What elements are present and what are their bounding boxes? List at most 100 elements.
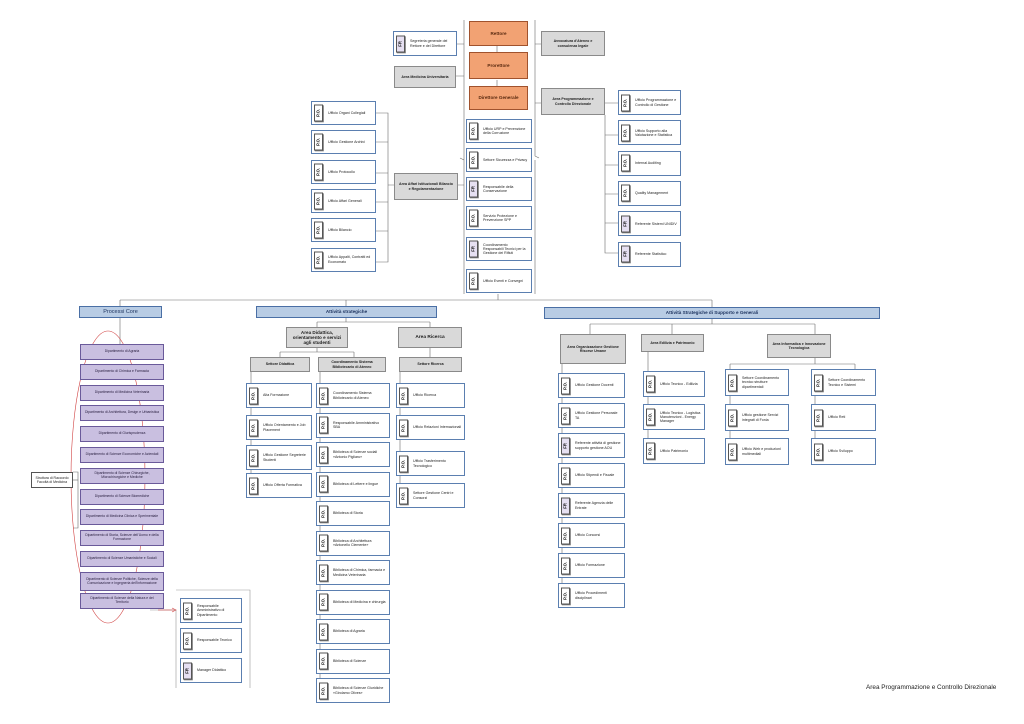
po-badge: P.O. [728, 374, 737, 391]
po-badge: P.O. [728, 443, 737, 460]
direttore-office-4: P.O.Servizio Protezione e Prevenzione SP… [466, 206, 532, 230]
biblioteca-office-label: Biblioteca di Scienze [333, 658, 367, 663]
risorse-office-2: P.O.Ufficio Gestione Personale TA [558, 403, 625, 428]
biblioteca-office-6: P.O.Biblioteca di Architettura «Antonell… [316, 530, 390, 556]
department-10: Dipartimento di Storia, Scienze dell'Uom… [80, 530, 164, 546]
risorse-office-label: Ufficio Gestione Docenti [575, 383, 614, 388]
affari-office-6: P.O. Ufficio Appalti, Contratti ed Econom… [311, 247, 376, 272]
risorse-office-5: FR Referente Agenzia delle Entrate [558, 493, 625, 518]
department-label: Dipartimento di Storia, Scienze dell'Uom… [85, 533, 159, 541]
informatica-office-left-label: Ufficio Web e produzioni multimediali [742, 447, 781, 456]
ricerca-office-label: Settore Gestione Centri e Consorzi [413, 491, 454, 500]
department-role-label: Responsabile Amministrativo di Dipartime… [197, 604, 225, 617]
programmazione-office-3: P.O.Internal Auditing [618, 150, 681, 176]
programmazione-office-label: Ufficio Supporto alla Valutazione e Stat… [635, 128, 673, 137]
programmazione-office-1: P.O. Ufficio Programmazione e Controllo d… [618, 90, 681, 115]
programmazione-office-label: Referente Statistico [635, 251, 667, 256]
ricerca-office-label: Ufficio Ricerca [413, 393, 437, 398]
biblioteca-office-label: Biblioteca di Scienze sociali «Antonio P… [333, 450, 378, 459]
biblioteca-office-7: P.O.Biblioteca di Chimica, farmacia e Me… [316, 560, 390, 585]
avvocatura-box: Avvocatura d'Ateneo e consulenza legale [541, 31, 605, 56]
department-label: Dipartimento di Medicina Veterinaria [94, 390, 150, 395]
biblioteca-office-8: P.O. Biblioteca di Medicina e chirurgia [316, 589, 390, 615]
fr-badge: FR [469, 180, 478, 198]
po-badge: P.O. [814, 443, 823, 460]
po-badge: P.O. [621, 94, 630, 111]
po-badge: P.O. [314, 192, 323, 210]
po-badge: P.O. [314, 104, 323, 122]
programmazione-office-6: FR Referente Statistico [618, 241, 681, 267]
po-badge: P.O. [314, 251, 323, 268]
risorse-office-label: Referente attività di gestione supporto … [575, 441, 621, 450]
didattica-office-4: P.O.Ufficio Offerta Formativa [246, 473, 312, 498]
biblioteca-office-10: P.O. Biblioteca di Scienze [316, 648, 390, 674]
po-badge: P.O. [249, 449, 258, 466]
po-badge: P.O. [319, 593, 328, 611]
ricerca-office-2: P.O.Ufficio Relazioni Internazionali [396, 415, 465, 440]
department-role-label: Responsabile Tecnico [197, 638, 232, 643]
po-badge: P.O. [319, 416, 328, 434]
department-label: Dipartimento di Scienze Politiche, Scien… [86, 576, 158, 585]
informatica-office-left-label: Settore Coordinamento tecnico strutture … [742, 376, 780, 389]
fr-badge: FR [621, 245, 630, 263]
department-label: Dipartimento di Scienze Biomediche [94, 494, 150, 499]
didattica-office-label: Alta Formazione [263, 393, 290, 398]
edilizia-office-label: Ufficio Tecnico - Logistica Manutenzioni… [660, 410, 701, 424]
po-badge: P.O. [319, 475, 328, 493]
biblioteca-office-3: P.O.Biblioteca di Scienze sociali «Anton… [316, 442, 390, 467]
department-label: Dipartimento di Architettura, Design e U… [84, 410, 160, 415]
programmazione-office-label: Ufficio Programmazione e Controllo di Ge… [635, 98, 677, 107]
risorse-office-1: P.O.Ufficio Gestione Docenti [558, 373, 625, 398]
didattica-office-2: P.O.Ufficio Orientamento e Job Placement [246, 415, 312, 440]
prorettore-box: Prorettore [469, 52, 528, 79]
po-badge: P.O. [814, 409, 823, 426]
department-1: Dipartimento di Agraria [80, 344, 164, 360]
po-badge: P.O. [314, 133, 323, 151]
area-informatica-box: Area Informatica e Innovazione Tecnologi… [767, 334, 831, 358]
biblioteca-office-11: P.O.Biblioteca di Scienze Giuridiche «Gi… [316, 678, 390, 703]
po-badge: P.O. [728, 409, 737, 426]
informatica-office-right-label: Settore Coordinamento Tecnico e Sistemi [828, 378, 866, 387]
direttore-box: Direttore Generale [469, 86, 528, 110]
fr-badge: FR [183, 662, 192, 679]
edilizia-office-1: P.O.Ufficio Tecnico - Edilizia [643, 371, 705, 397]
department-8: Dipartimento di Scienze Biomediche [80, 489, 164, 505]
direttore-office-label: Ufficio URP e Prevenzione della Corruzio… [483, 126, 526, 135]
biblioteca-office-label: Biblioteca di Medicina e chirurgia [333, 599, 386, 604]
struttura-raccordo-box: Struttura di Raccordo Facoltà di Medicin… [31, 472, 73, 488]
direttore-office-label: Ufficio Eventi e Convegni [483, 278, 524, 283]
informatica-office-left-2: P.O.Ufficio gestione Servizi integrati d… [725, 404, 789, 431]
informatica-office-right-1: P.O.Settore Coordinamento Tecnico e Sist… [811, 369, 876, 396]
po-badge: P.O. [319, 652, 328, 670]
department-label: Dipartimento di Scienze Umanistiche e So… [87, 556, 157, 561]
po-badge: P.O. [621, 154, 630, 172]
po-badge: P.O. [621, 124, 630, 142]
risorse-office-label: Referente Agenzia delle Entrate [575, 501, 614, 510]
rettore-box: Rettore [469, 21, 528, 46]
fr-badge: FR [561, 437, 570, 454]
attivita-supporto-header: Attività Strategiche di Supporto e Gener… [544, 307, 880, 319]
po-badge: P.O. [469, 272, 478, 290]
biblioteca-office-label: Responsabile Amministrativo SBA [333, 420, 380, 429]
programmazione-office-label: Referente Sistemi UNIDIV [635, 221, 677, 226]
didattica-office-label: Ufficio Orientamento e Job Placement [263, 423, 306, 432]
fr-badge: FR [561, 497, 570, 514]
ricerca-office-1: P.O.Ufficio Ricerca [396, 383, 465, 408]
programmazione-office-label: Quality Management [635, 191, 669, 196]
po-badge: P.O. [561, 557, 570, 574]
risorse-office-label: Ufficio Formazione [575, 563, 605, 568]
department-role-1: P.O.Responsabile Amministrativo di Dipar… [180, 598, 242, 623]
area-didattica-box: Area Didattica, orientamento e servizi a… [286, 327, 348, 348]
didattica-office-label: Ufficio Gestione Segreterie Studenti [263, 453, 306, 462]
po-badge: P.O. [621, 184, 630, 202]
po-badge: P.O. [399, 455, 408, 472]
area-risorse-umane-box: Area Organizzazione Gestione Risorse Uma… [560, 334, 626, 364]
po-badge: P.O. [319, 682, 328, 699]
informatica-office-right-label: Ufficio Reti [828, 415, 846, 420]
department-11: Dipartimento di Scienze Umanistiche e So… [80, 551, 164, 567]
po-badge: P.O. [314, 163, 323, 181]
po-badge: P.O. [319, 505, 328, 522]
affari-office-label: Ufficio Appalti, Contratti ed Economato [328, 255, 371, 264]
